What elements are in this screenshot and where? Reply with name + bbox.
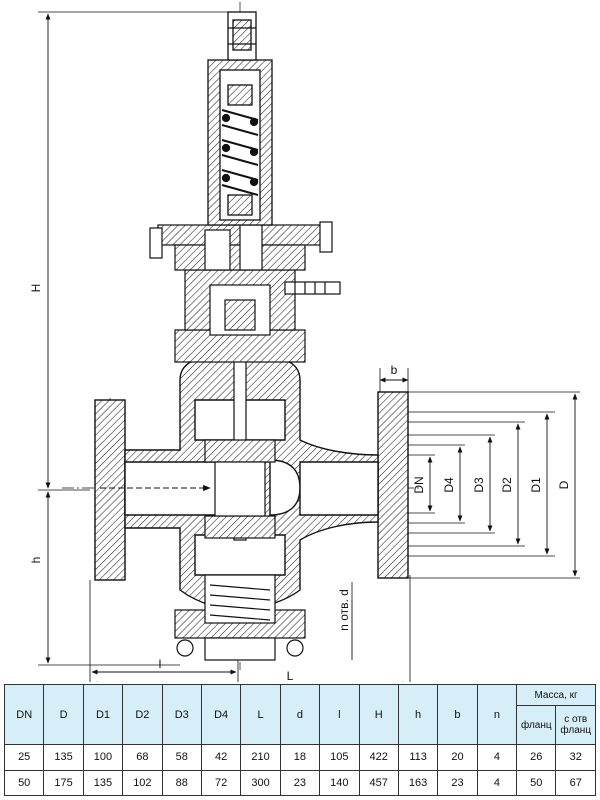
col-header: DN <box>3 684 45 745</box>
bonnet <box>174 269 341 363</box>
dimension-lines <box>45 13 578 682</box>
table-cell: 50 <box>516 769 557 796</box>
table-cell: 105 <box>319 744 360 771</box>
table-cell: 88 <box>161 769 202 796</box>
mass-header: Масса, кг <box>516 684 596 706</box>
table-cell: 26 <box>516 744 557 771</box>
table-cell: 58 <box>161 744 202 771</box>
valve-section-drawing: H h b D D1 D2 D3 D4 DN l L n отв. d <box>29 2 580 682</box>
table-cell: 457 <box>358 769 399 796</box>
spec-table: DN D D1 D2 D3 D4 L d l H h b n Масса, кг… <box>3 684 596 796</box>
col-header: D1 <box>82 684 124 745</box>
col-header: D4 <box>200 684 242 745</box>
spring-housing <box>207 59 273 226</box>
table-cell: 4 <box>476 744 518 771</box>
dim-label-D4: D4 <box>442 477 456 493</box>
table-cell: 32 <box>555 744 596 771</box>
diaphragm-flange <box>149 221 333 271</box>
table-cell: 50 <box>3 769 45 796</box>
table-cell: 18 <box>279 744 321 771</box>
table-cell: 100 <box>82 744 124 771</box>
mass-subheader: с отв фланц <box>555 705 596 745</box>
table-cell: 20 <box>437 744 478 771</box>
adjusting-cap <box>227 11 257 61</box>
dim-label-DN: DN <box>412 476 426 493</box>
dim-label-l: l <box>159 657 162 671</box>
extension-lines <box>38 11 580 682</box>
col-header: h <box>397 684 439 745</box>
dim-label-D1: D1 <box>529 477 543 493</box>
col-header: l <box>319 684 360 745</box>
col-header: d <box>279 684 321 745</box>
table-cell: 72 <box>200 769 242 796</box>
table-cell: 135 <box>82 769 124 796</box>
dim-label-D: D <box>557 480 571 489</box>
table-cell: 175 <box>43 769 84 796</box>
dim-label-h: h <box>29 557 43 564</box>
table-cell: 140 <box>319 769 360 796</box>
col-header: b <box>437 684 478 745</box>
table-cell: 23 <box>279 769 321 796</box>
col-header: D3 <box>161 684 202 745</box>
dim-label-D3: D3 <box>472 477 486 493</box>
dimension-labels: H h b D D1 D2 D3 D4 DN l L n отв. d <box>29 284 571 682</box>
dim-label-H: H <box>29 284 43 293</box>
dim-label-L: L <box>287 669 294 682</box>
dim-label-D2: D2 <box>500 477 514 493</box>
table-cell: 135 <box>43 744 84 771</box>
table-cell: 23 <box>437 769 478 796</box>
table-cell: 68 <box>122 744 163 771</box>
dim-label-holes: n отв. d <box>337 589 351 631</box>
table-cell: 42 <box>200 744 242 771</box>
table-cell: 102 <box>122 769 163 796</box>
table-cell: 300 <box>240 769 281 796</box>
mass-subheader: фланц <box>516 705 557 745</box>
table-cell: 67 <box>555 769 596 796</box>
table-cell: 210 <box>240 744 281 771</box>
col-header: L <box>240 684 281 745</box>
bottom-cap <box>174 574 306 661</box>
col-header: H <box>358 684 399 745</box>
table-cell: 113 <box>397 744 439 771</box>
valve-trim <box>204 359 276 541</box>
table-cell: 25 <box>3 744 45 771</box>
col-header: n <box>476 684 518 745</box>
table-cell: 163 <box>397 769 439 796</box>
table-cell: 422 <box>358 744 399 771</box>
col-header: D <box>43 684 84 745</box>
dim-label-b: b <box>391 363 398 377</box>
table-cell: 4 <box>476 769 518 796</box>
col-header: D2 <box>122 684 163 745</box>
